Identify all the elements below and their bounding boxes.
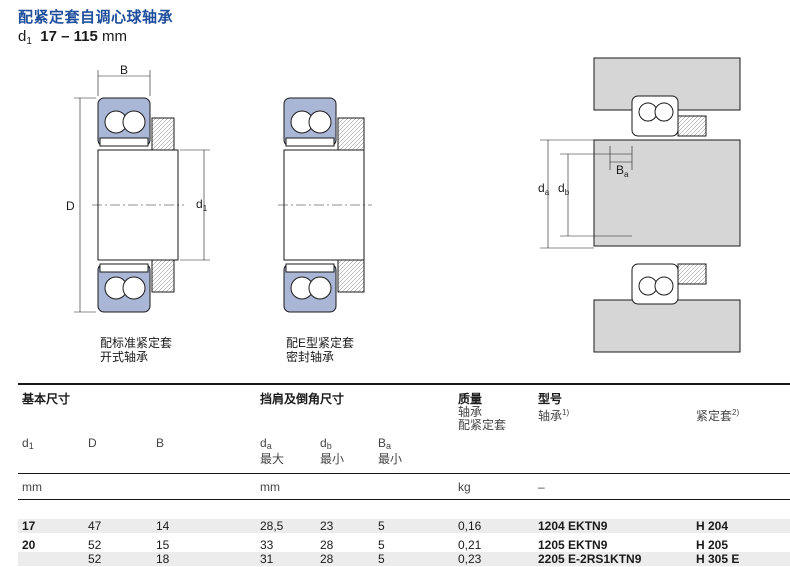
- col-B: B: [156, 436, 165, 450]
- col-da-sub: a: [266, 441, 272, 451]
- row1-sleeve: H 204: [696, 519, 729, 533]
- col-da-qualifier: 最大: [260, 452, 285, 466]
- caption-open-line1: 配标准紧定套: [100, 336, 173, 350]
- hdr-designation: 型号: [538, 392, 563, 406]
- label-D: D: [66, 199, 75, 213]
- hdr-bearing: 轴承1): [538, 406, 569, 423]
- col-db-sub: b: [326, 441, 332, 451]
- row3-B: 18: [156, 552, 170, 566]
- hdr-bearing-note: 1): [562, 408, 570, 417]
- caption-sealed-bearing: 配E型紧定套 密封轴承: [286, 336, 354, 364]
- row3-mass: 0,23: [458, 552, 482, 566]
- caption-open-line2: 开式轴承: [100, 350, 149, 364]
- row1-mass: 0,16: [458, 519, 482, 533]
- row3-sleeve: H 305 E: [696, 552, 740, 566]
- page-title: 配紧定套自调心球轴承: [18, 9, 174, 26]
- row3-D: 52: [88, 552, 102, 566]
- bearing-drawings: B D d1 da db: [66, 57, 741, 353]
- hdr-sleeve-note: 2): [732, 408, 740, 417]
- row3-da: 31: [260, 552, 274, 566]
- row1-d1: 17: [22, 519, 36, 533]
- label-d1-sub: 1: [203, 204, 208, 213]
- row3-db: 28: [320, 552, 334, 566]
- row1-D: 47: [88, 519, 102, 533]
- label-db-sub: b: [565, 188, 570, 197]
- size-range: d1 17 – 115 mm: [18, 28, 127, 47]
- caption-open-bearing: 配标准紧定套 开式轴承: [100, 336, 172, 364]
- col-d1-main: d: [22, 436, 29, 450]
- drawing-mounting: [540, 57, 741, 353]
- caption-sealed-line1: 配E型紧定套: [286, 336, 355, 350]
- row1-bearing: 1204 EKTN9: [538, 519, 608, 533]
- label-db-main: d: [558, 181, 565, 195]
- unit-kg: kg: [458, 480, 471, 494]
- row2-sleeve: H 205: [696, 538, 729, 552]
- row2-D: 52: [88, 538, 102, 552]
- row2-B: 15: [156, 538, 170, 552]
- table-row-bg: [18, 519, 790, 533]
- units-top-rule: [18, 473, 790, 474]
- col-db-main: d: [320, 436, 327, 450]
- hdr-mass: 质量: [458, 392, 483, 406]
- label-Ba-sub: a: [624, 170, 629, 179]
- table-top-rule: [18, 383, 790, 385]
- row3-bearing: 2205 E-2RS1KTN9: [538, 552, 642, 566]
- row2-mass: 0,21: [458, 538, 482, 552]
- col-Ba-qualifier: 最小: [378, 452, 403, 466]
- hdr-mass-bearing: 轴承: [458, 405, 483, 419]
- hdr-basic-dimensions: 基本尺寸: [22, 392, 71, 406]
- label-B: B: [120, 63, 128, 77]
- row2-Ba: 5: [378, 538, 385, 552]
- label-da-sub: a: [545, 188, 550, 197]
- row2-da: 33: [260, 538, 274, 552]
- drawing-sealed-bearing: [278, 97, 372, 313]
- label-da-main: d: [538, 181, 545, 195]
- label-d1: d1: [196, 197, 208, 213]
- col-d1: d1: [22, 437, 34, 453]
- hdr-sleeve-text: 紧定套: [696, 409, 733, 423]
- row2-bearing: 1205 EKTN9: [538, 538, 608, 552]
- size-unit: mm: [101, 28, 127, 45]
- row1-Ba: 5: [378, 519, 385, 533]
- hdr-sleeve: 紧定套2): [696, 406, 739, 423]
- hdr-bearing-text: 轴承: [538, 409, 563, 423]
- col-da-main: d: [260, 436, 267, 450]
- units-bottom-rule: [18, 499, 790, 500]
- col-db-qualifier: 最小: [320, 452, 345, 466]
- drawing-open-bearing: [74, 70, 210, 313]
- row2-db: 28: [320, 538, 334, 552]
- size-prefix: d: [18, 28, 27, 45]
- unit-dash: –: [538, 480, 545, 494]
- row3-Ba: 5: [378, 552, 385, 566]
- label-db: db: [558, 181, 570, 197]
- row1-da: 28,5: [260, 519, 284, 533]
- row1-B: 14: [156, 519, 170, 533]
- label-Ba: Ba: [616, 163, 629, 179]
- col-D: D: [88, 436, 97, 450]
- size-sub: 1: [26, 36, 32, 47]
- caption-sealed-line2: 密封轴承: [286, 350, 335, 364]
- col-d1-sub: 1: [28, 441, 34, 451]
- hdr-abutment-dimensions: 挡肩及倒角尺寸: [260, 392, 345, 406]
- row1-db: 23: [320, 519, 334, 533]
- unit-mm-basic: mm: [22, 480, 42, 494]
- size-range-value: 17 – 115: [40, 28, 98, 45]
- row2-d1: 20: [22, 538, 36, 552]
- unit-mm-abutment: mm: [260, 480, 280, 494]
- label-da: da: [538, 181, 550, 197]
- table-row-bg: [18, 552, 790, 566]
- label-Ba-main: B: [616, 163, 624, 177]
- col-Ba-sub: a: [386, 441, 392, 451]
- col-Ba-main: B: [378, 436, 387, 450]
- label-d1-main: d: [196, 197, 203, 211]
- hdr-mass-sleeve: 配紧定套: [458, 418, 507, 432]
